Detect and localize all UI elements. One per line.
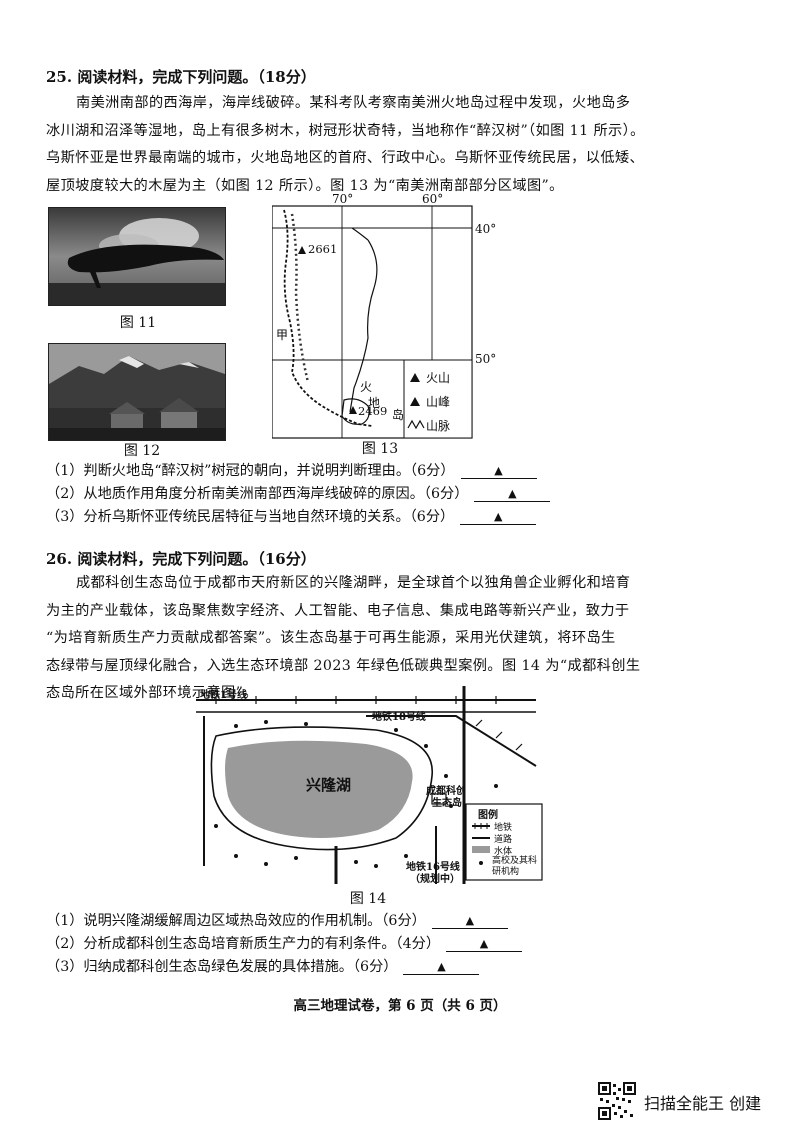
q26-question-1: （1）说明兴隆湖缓解周边区域热岛效应的作用机制。（6分） ▲: [46, 910, 508, 930]
answer-mark: ▲: [508, 487, 517, 500]
volcano-icon: [298, 246, 306, 254]
q25-title: 25. 阅读材料，完成下列问题。（18分）: [46, 68, 316, 86]
legend-university-label: 高校及其科研机构: [492, 856, 538, 877]
drunken-tree-image: [49, 208, 225, 305]
legend-volcano-icon: [410, 373, 420, 382]
q26-para-line: 态岛所在区域外部环境示意图”。: [46, 685, 258, 701]
q26-para-line: “为培育新质生产力贡献成都答案”。该生态岛基于可再生能源，采用光伏建筑，将环岛生: [46, 630, 616, 646]
south-america-map: [271, 205, 473, 439]
lat-40-label: 40°: [475, 222, 497, 236]
legend-road-label: 道路: [494, 835, 513, 845]
answer-blank: ▲: [460, 508, 537, 525]
island-label-1: 火: [360, 380, 373, 394]
answer-mark: ▲: [465, 914, 475, 927]
fig11-photo: [48, 207, 226, 306]
fig13-caption: 图 13: [361, 441, 399, 457]
metro1-label: 地铁1号线: [200, 690, 247, 701]
watermark-text: 扫描全能王 创建: [644, 1094, 762, 1113]
q26-para-line: 态绿带与屋顶绿化融合，入选生态环境部 2023 年绿色低碳典型案例。图 14 为…: [46, 657, 641, 674]
q26-para-line: 为主的产业载体，该岛聚焦数字经济、人工智能、电子信息、集成电路等新兴产业，致力于: [46, 602, 630, 619]
peak-icon: [349, 406, 357, 414]
legend-peak-label: 山峰: [426, 395, 451, 409]
eco-island-label-b: 生态岛: [432, 798, 462, 809]
question-text: （2）分析成都科创生态岛培育新质生产力的有利条件。（4分）: [46, 936, 441, 952]
island-label-2: 地: [368, 396, 381, 410]
lon-70-label: 70°: [332, 192, 354, 206]
metro18-label: 地铁18号线: [372, 712, 426, 723]
answer-blank: ▲: [431, 912, 508, 929]
peak-2661-label: 2661: [308, 242, 338, 256]
lake-label: 兴隆湖: [306, 776, 352, 794]
question-text: （1）说明兴隆湖缓解周边区域热岛效应的作用机制。（6分）: [46, 913, 426, 929]
q25-question-1: （1）判断火地岛“醉汉树”树冠的朝向，并说明判断理由。（6分） ▲: [46, 460, 537, 480]
q25-para-line: 乌斯怀亚是世界最南端的城市，火地岛地区的首府、行政中心。乌斯怀亚传统民居，以低矮…: [46, 150, 645, 166]
page-footer: 高三地理试卷，第 6 页（共 6 页）: [293, 998, 507, 1014]
fig13-map: 70° 60° 40° 50° 2661 2469 甲 火 地 岛 火山 山峰 …: [271, 192, 512, 442]
lat-50-label: 50°: [475, 352, 497, 366]
fig11-caption: 图 11: [119, 315, 157, 331]
q25-paragraph: 南美洲南部的西海岸，海岸线破碎。某科考队考察南美洲火地岛过程中发现，火地岛多 冰…: [46, 90, 766, 200]
fig14-map: 地铁1号线 地铁18号线 兴隆湖 成都科创 生态岛 地铁16号线 （规划中） 图…: [196, 686, 546, 885]
q26-para-line: 成都科创生态岛位于成都市天府新区的兴隆湖畔，是全球首个以独角兽企业孵化和培育: [76, 575, 631, 591]
answer-mark: ▲: [494, 464, 503, 477]
fig14-caption: 图 14: [349, 891, 387, 907]
q25-para-line: 屋顶坡度较大的木屋为主（如图 12 所示）。图 13 为“南美洲南部部分区域图”…: [46, 177, 564, 194]
lon-60-label: 60°: [422, 192, 444, 206]
q26-question-3: （3）归纳成都科创生态岛绿色发展的具体措施。（6分） ▲: [46, 956, 480, 976]
legend-peak-icon: [410, 397, 420, 406]
metro16-planned-label: （规划中）: [410, 874, 460, 885]
ushuaia-houses-image: [49, 344, 225, 440]
answer-blank: ▲: [446, 935, 523, 952]
legend-volcano-label: 火山: [426, 371, 451, 385]
q25-para-line: 冰川湖和沼泽等湿地，岛上有很多树木，树冠形状奇特，当地称作“醉汉树”（如图 11…: [46, 122, 645, 139]
q26-question-2: （2）分析成都科创生态岛培育新质生产力的有利条件。（4分） ▲: [46, 933, 523, 953]
label-jia: 甲: [276, 328, 289, 342]
answer-blank: ▲: [460, 462, 537, 479]
legend-metro-label: 地铁: [494, 823, 513, 833]
answer-blank: ▲: [474, 485, 551, 502]
metro16-label: 地铁16号线: [406, 862, 460, 873]
legend-range-icon: [407, 419, 425, 430]
answer-mark: ▲: [479, 937, 489, 950]
fig12-photo: [48, 343, 226, 441]
legend-title: 图例: [478, 810, 498, 821]
answer-mark: ▲: [437, 960, 446, 973]
island-label-3: 岛: [392, 408, 405, 422]
question-text: （3）分析乌斯怀亚传统民居特征与当地自然环境的关系。（6分）: [46, 509, 455, 525]
fig12-caption: 图 12: [123, 443, 161, 459]
eco-island-label-a: 成都科创: [426, 786, 466, 797]
q25-question-2: （2）从地质作用角度分析南美洲南部西海岸线破碎的原因。（6分） ▲: [46, 483, 551, 503]
q25-para-line: 南美洲南部的西海岸，海岸线破碎。某科考队考察南美洲火地岛过程中发现，火地岛多: [76, 95, 631, 111]
question-text: （2）从地质作用角度分析南美洲南部西海岸线破碎的原因。（6分）: [46, 486, 469, 502]
q25-question-3: （3）分析乌斯怀亚传统民居特征与当地自然环境的关系。（6分） ▲: [46, 506, 537, 526]
peak-2469-label: 2469: [358, 404, 388, 418]
qr-code-icon: [598, 1082, 636, 1120]
xinglong-lake-map: [196, 686, 543, 884]
legend-water-label: 水体: [494, 847, 513, 857]
question-text: （1）判断火地岛“醉汉树”树冠的朝向，并说明判断理由。（6分）: [46, 463, 455, 479]
question-text: （3）归纳成都科创生态岛绿色发展的具体措施。（6分）: [46, 959, 398, 975]
answer-mark: ▲: [493, 510, 503, 523]
legend-range-label: 山脉: [426, 419, 451, 433]
q26-paragraph: 成都科创生态岛位于成都市天府新区的兴隆湖畔，是全球首个以独角兽企业孵化和培育 为…: [46, 570, 766, 708]
q26-title: 26. 阅读材料，完成下列问题。（16分）: [46, 550, 316, 568]
answer-blank: ▲: [403, 958, 480, 975]
